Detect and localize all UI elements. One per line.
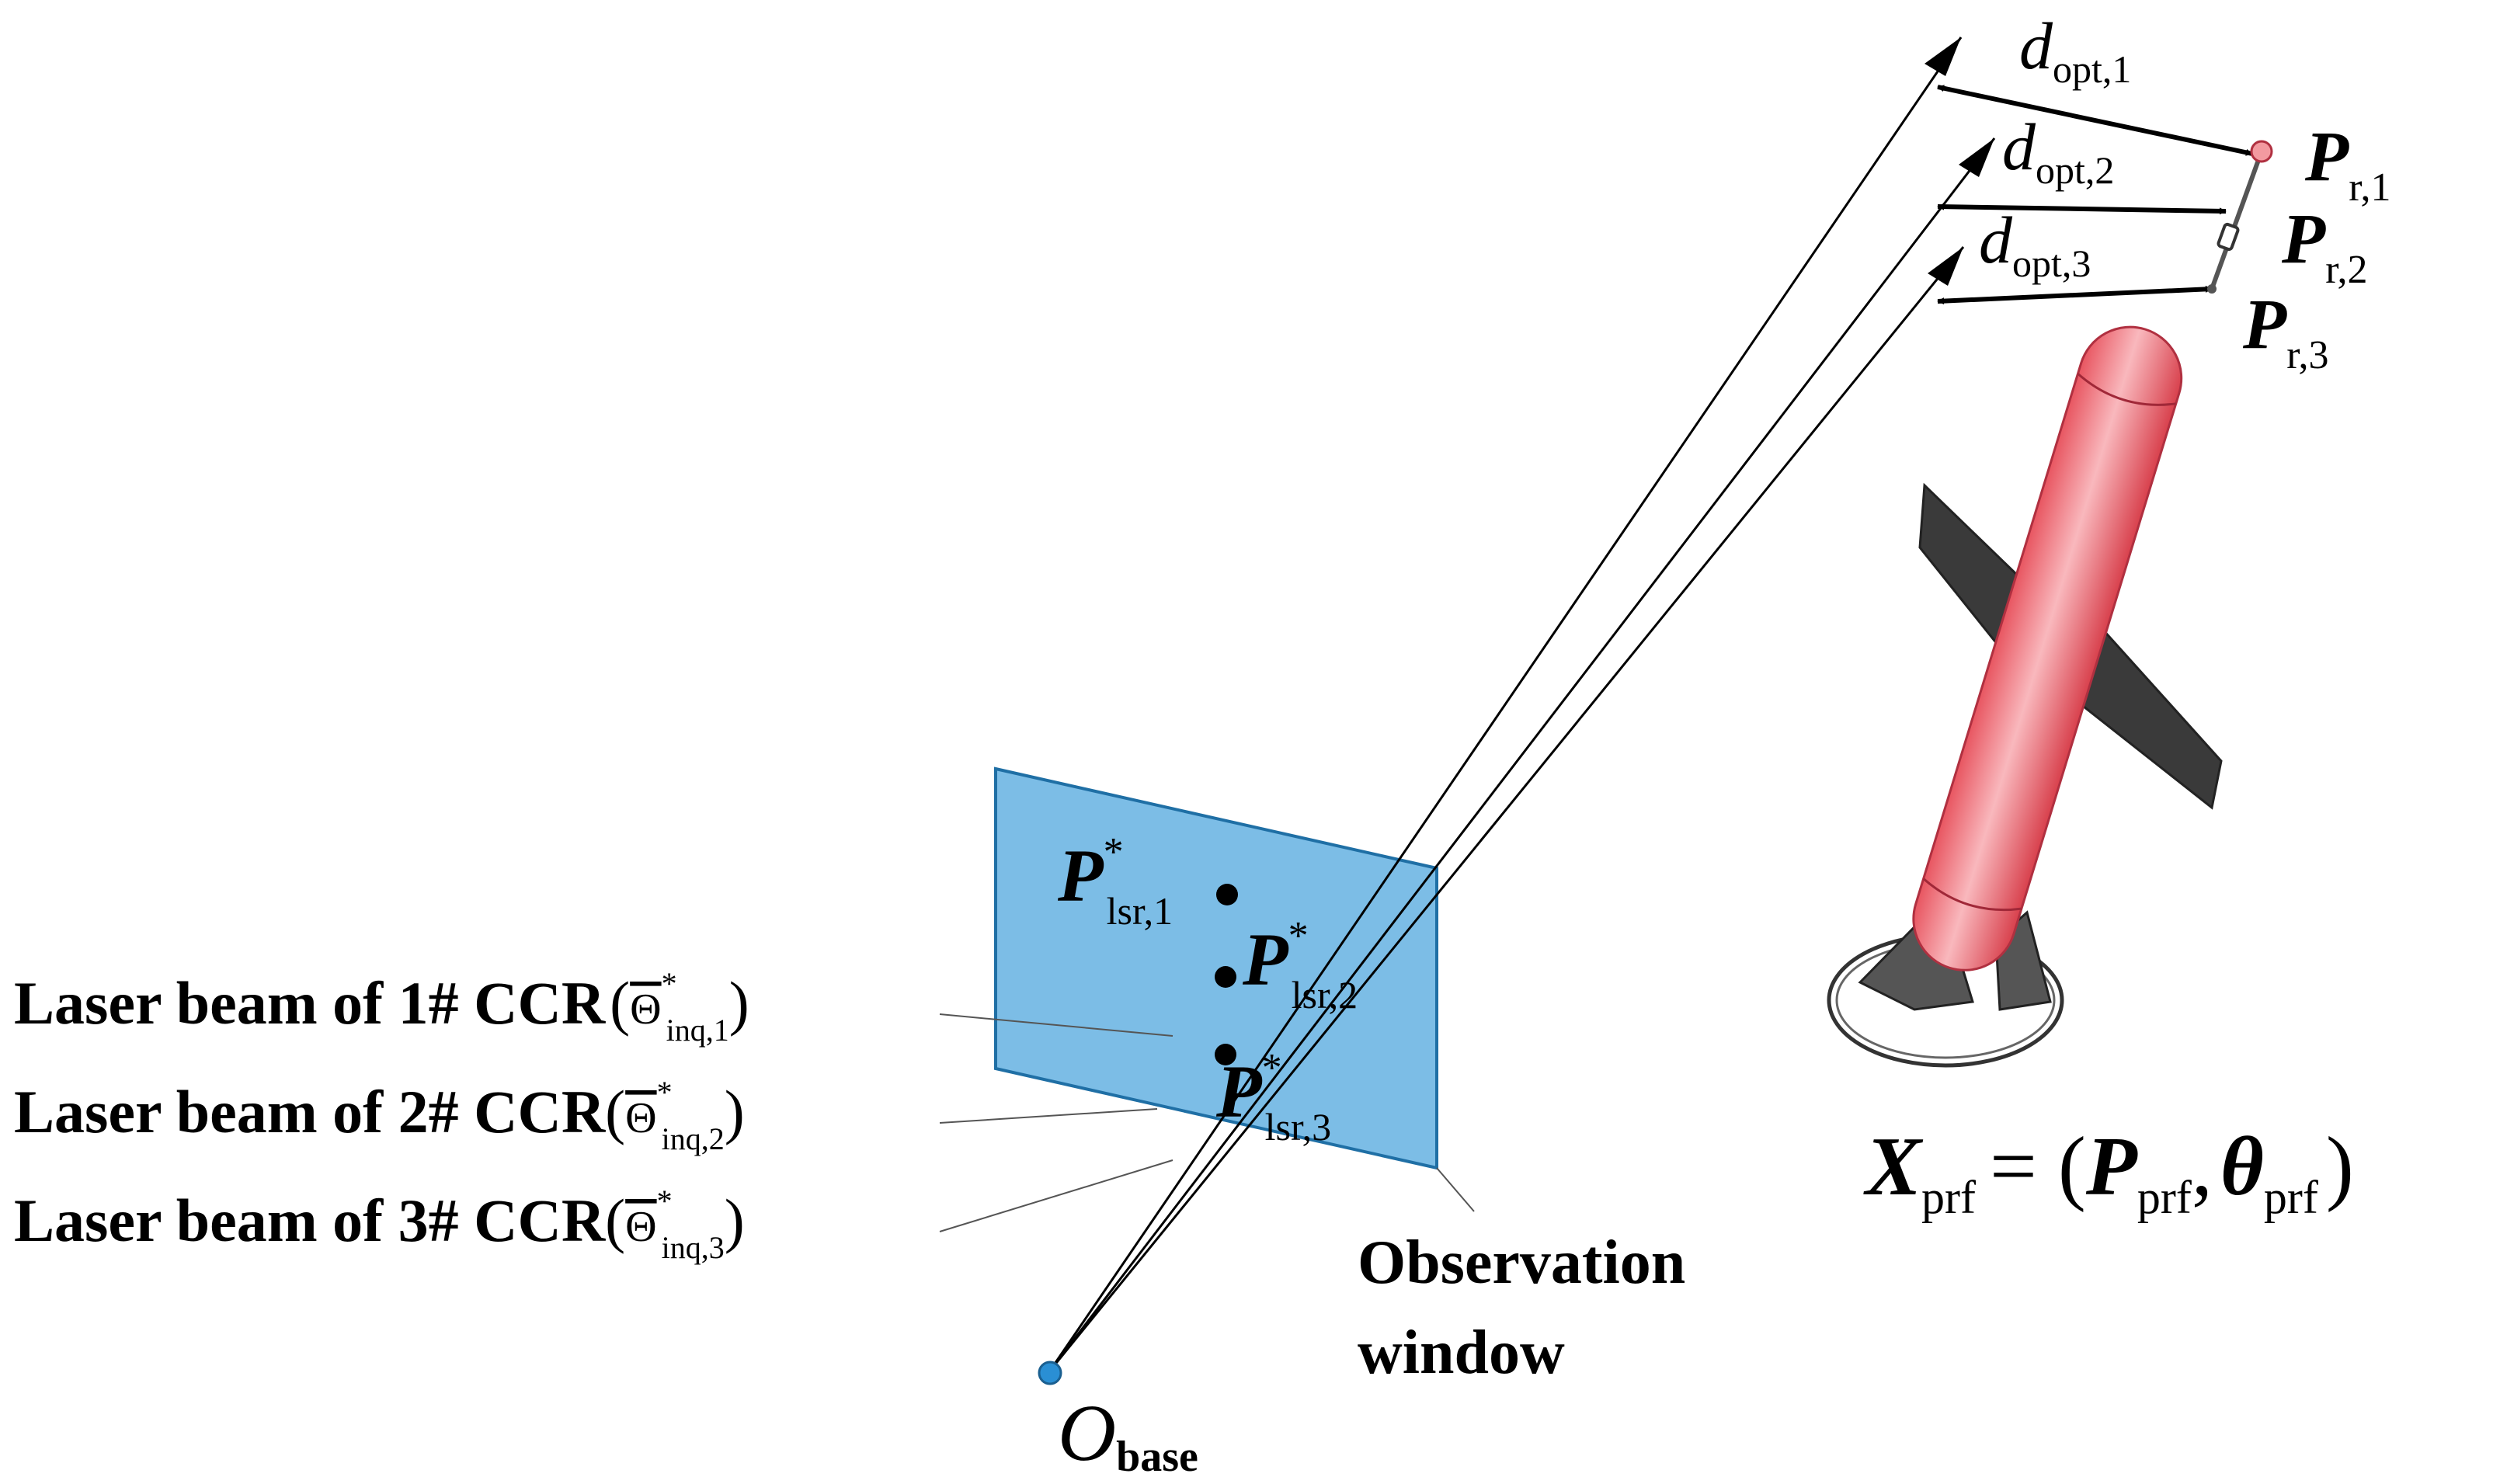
window-leader: [1436, 1167, 1475, 1212]
rocket-tail-seam: [1922, 878, 2022, 912]
laser-point-2: [1215, 966, 1236, 988]
p-r-1-label: Pr,1: [2304, 116, 2390, 210]
laser-point-1: [1216, 884, 1238, 905]
d-opt-3-sub: opt,3: [2012, 242, 2091, 285]
d-opt-2-arrow: [1937, 203, 2227, 215]
ccr-reflector-2: [2217, 222, 2240, 252]
d-opt-1-arrow: [1937, 85, 2253, 156]
laser-point-3: [1215, 1044, 1236, 1065]
ccr-reflector-1: [2250, 140, 2273, 163]
d-opt-1-sub: opt,1: [2053, 47, 2131, 91]
beam-2-leader: [939, 1108, 1158, 1124]
theta-bar-1: Θ: [630, 985, 661, 1034]
origin-label: Obase: [1058, 1388, 1198, 1481]
origin-point: [1038, 1361, 1062, 1385]
d-opt-3-label: dopt,3: [1979, 203, 2091, 285]
ccr-reflector-3: [2207, 284, 2217, 294]
beam-1-label: Laser beam of 1# CCR(Θ*inq,1): [14, 966, 749, 1048]
d-opt-2-label: dopt,2: [2002, 109, 2114, 192]
rocket-illustration: [1827, 140, 2273, 1068]
d-opt-2-sub: opt,2: [2036, 148, 2114, 192]
beam-1-arrowhead: [1925, 37, 1961, 76]
beam-3-arrowhead: [1928, 247, 1963, 286]
state-equation: Xprf= (Pprf,θprf): [1863, 1121, 2354, 1223]
rocket-antenna: [2210, 150, 2264, 290]
p-lsr-3-label: P*lsr,3: [1215, 1046, 1331, 1149]
observation-window-label-line2: window: [1358, 1319, 1565, 1387]
d-opt-1-label: dopt,1: [2019, 9, 2131, 91]
beam-2-arrowhead: [1959, 138, 1994, 177]
p-r-2-label: Pr,2: [2281, 199, 2367, 292]
beam-3-leader: [939, 1159, 1173, 1232]
beam-3-label: Laser beam of 3# CCR(Θ*inq,3): [14, 1183, 745, 1265]
beam-2-label: Laser beam of 2# CCR(Θ*inq,2): [14, 1075, 745, 1156]
rocket-nose-seam: [2077, 373, 2176, 406]
laser-beam-3-line: [1048, 246, 1965, 1371]
d-opt-3-arrow: [1937, 285, 2213, 305]
theta-bar-3: Θ: [625, 1203, 656, 1251]
theta-bar-2: Θ: [625, 1094, 656, 1142]
laser-beam-1-line: [1048, 36, 1963, 1371]
p-lsr-1-label: P*lsr,1: [1057, 830, 1173, 933]
p-r-3-label: Pr,3: [2242, 284, 2328, 377]
p-lsr-2-label: P*lsr,2: [1242, 914, 1358, 1017]
laser-beam-2-line: [1048, 137, 1996, 1371]
rocket-body: [1912, 325, 2183, 971]
beam-1-leader: [939, 1013, 1173, 1037]
observation-window-label-line1: Observation: [1358, 1229, 1685, 1297]
